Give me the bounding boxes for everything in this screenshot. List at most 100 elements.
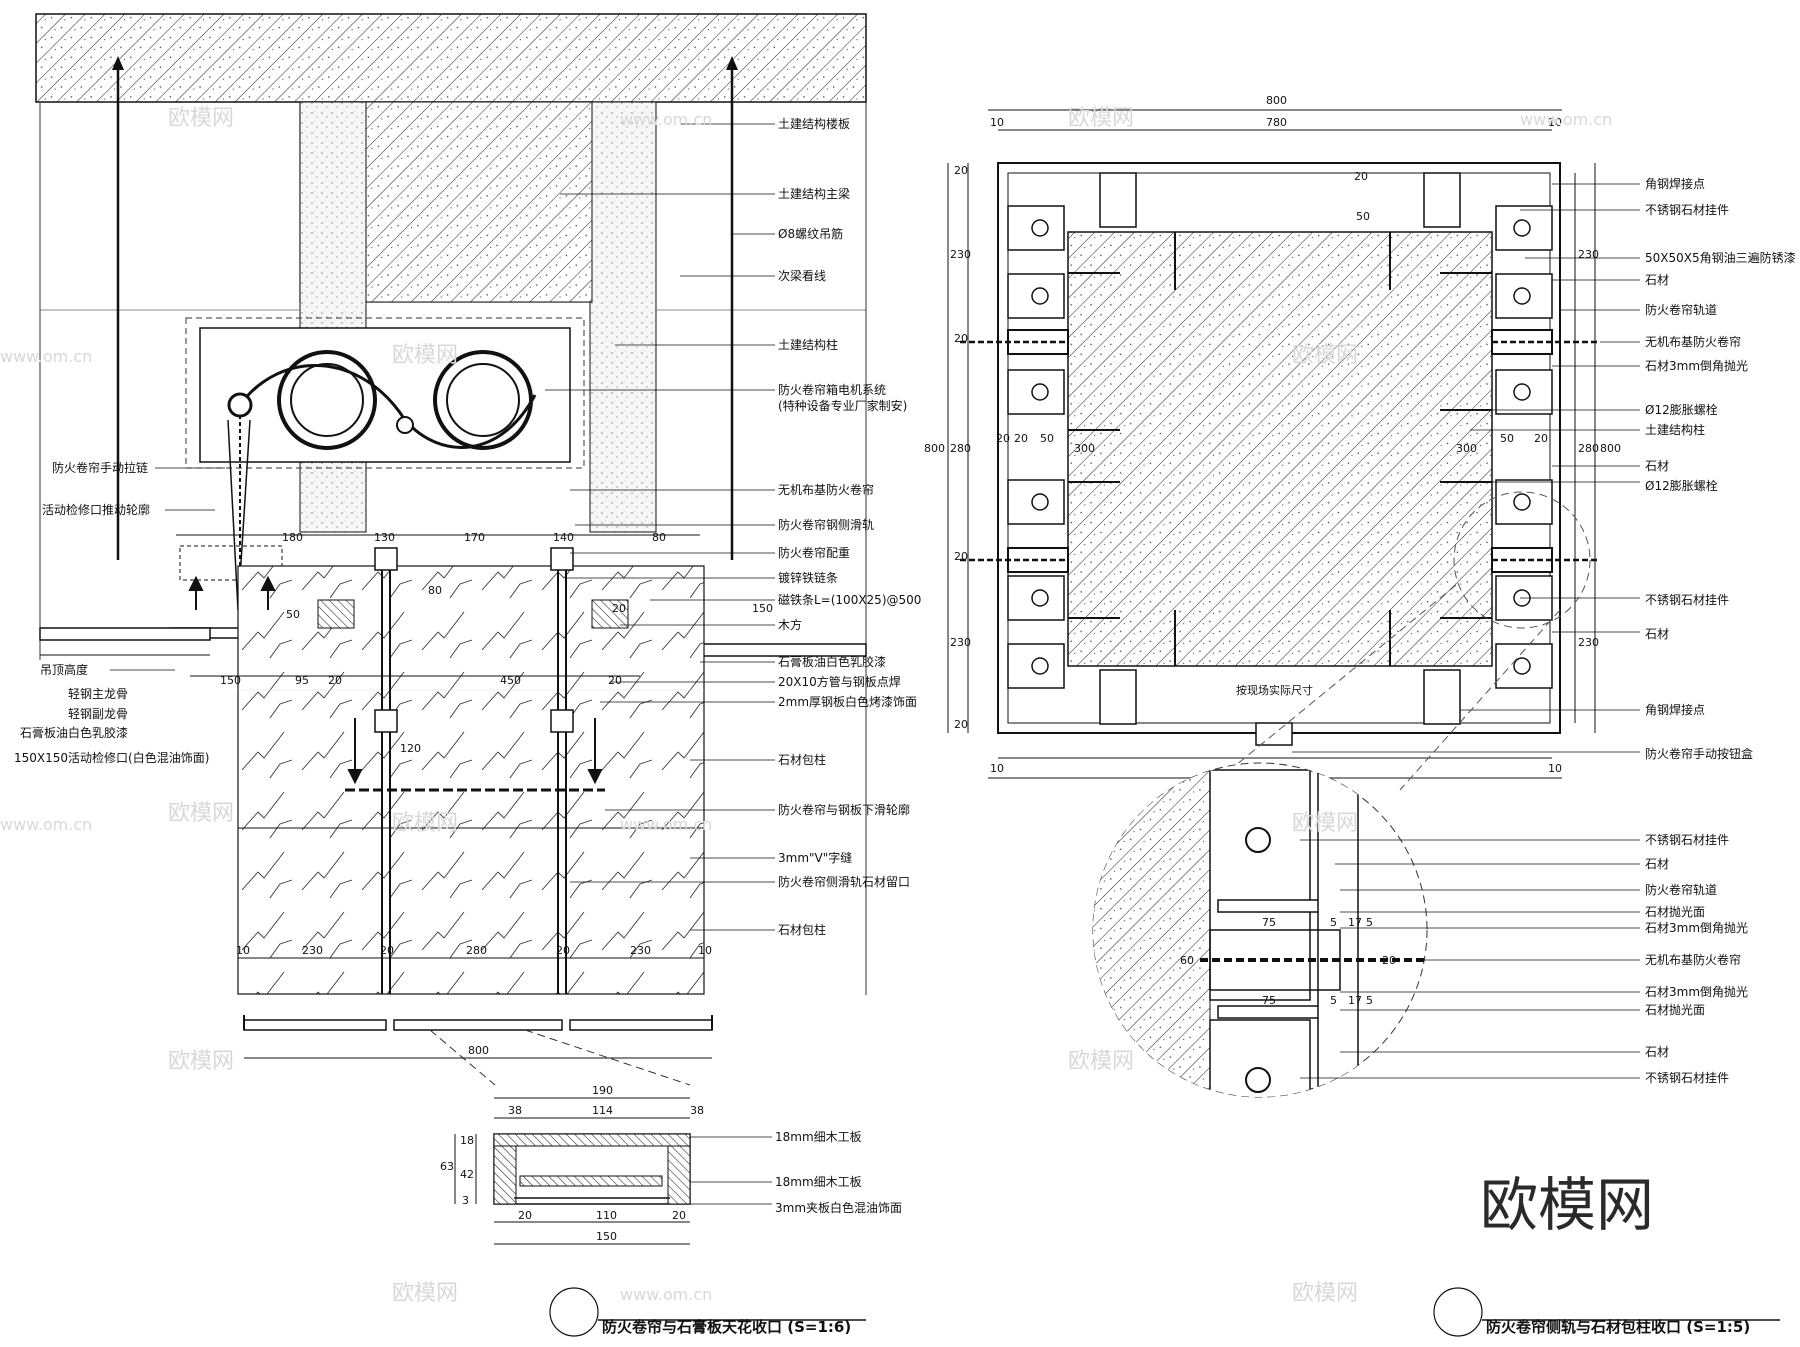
ceiling-board	[39, 627, 211, 641]
detail-label: 防火卷帘轨道	[1645, 882, 1717, 897]
left-callout-label: 150X150活动检修口(白色混油饰面)	[14, 750, 209, 765]
watermark-text: 欧模网	[1292, 1281, 1358, 1306]
callout-label: 防火卷帘手动按钮盒	[1645, 746, 1753, 761]
callout-label: 磁铁条L=(100X25)@500	[778, 592, 921, 607]
dim-label: 150	[752, 602, 773, 615]
right-view-callouts: 角钢焊接点 不锈钢石材挂件 50X50X5角钢油三遍防锈漆 石材 防火卷帘轨道 …	[1292, 176, 1796, 761]
callout-label: 防火卷帘与钢板下滑轮廓	[778, 802, 910, 817]
dim-label: 280	[1578, 442, 1599, 455]
brand-logo: 欧模网	[1480, 1171, 1654, 1239]
callout-label: 20X10方管与钢板点焊	[778, 674, 901, 689]
callout-label: 石材	[1645, 459, 1669, 473]
dim-label: 20	[1382, 954, 1396, 967]
dim-label: 20	[612, 602, 626, 615]
callout-label: 防火卷帘轨道	[1645, 302, 1717, 317]
callout-label: 无机布基防火卷帘	[778, 482, 874, 497]
dim-label: 10	[236, 944, 250, 957]
left-callout-label: 防火卷帘手动拉链	[52, 460, 148, 475]
left-callout-label: 轻钢主龙骨	[68, 687, 128, 701]
left-callout-label: 吊顶高度	[40, 662, 88, 677]
dim-label: 50	[1040, 432, 1054, 445]
detail-label: 不锈钢石材挂件	[1645, 833, 1729, 847]
left-callout-label: 石膏板油白色乳胶漆	[20, 725, 128, 740]
callout-label: 石材包柱	[778, 752, 826, 767]
detail-label: 石材	[1645, 857, 1669, 871]
callout-label: Ø8螺纹吊筋	[778, 226, 843, 241]
dim-label: 75	[1262, 916, 1276, 929]
watermark-url: www.om.cn	[0, 815, 92, 834]
dim-label: 150	[220, 674, 241, 687]
dim-label: 20	[954, 718, 968, 731]
dim-label: 230	[1578, 636, 1599, 649]
left-view-left-callouts: 防火卷帘手动拉链 活动检修口推动轮廓 吊顶高度 轻钢主龙骨 轻钢副龙骨 石膏板油…	[14, 460, 225, 765]
dim-label: 3	[462, 1194, 469, 1207]
dim-label: 20	[996, 432, 1010, 445]
callout-label: 角钢焊接点	[1645, 176, 1705, 191]
callout-label: 土建结构柱	[778, 337, 838, 352]
dim-label: 80	[428, 584, 442, 597]
callout-label: 角钢焊接点	[1645, 702, 1705, 717]
hanger-rods	[116, 70, 734, 560]
dim-label: 18	[460, 1134, 474, 1147]
dim-label: 20	[1014, 432, 1028, 445]
dim-label: 20	[954, 332, 968, 345]
callout-label: 次梁看线	[778, 268, 826, 283]
detail-label: 石材3mm倒角抛光	[1645, 920, 1748, 935]
callout-label: 防火卷帘配重	[778, 545, 850, 560]
left-dims-top: 180 130 170 140 80	[282, 531, 666, 544]
dim-label: 800	[924, 442, 945, 455]
dim-label: 140	[553, 531, 574, 544]
callout-label: 3mm"V"字缝	[778, 850, 852, 865]
watermark-text: 欧模网	[1068, 1049, 1134, 1074]
dim-label: 20	[380, 944, 394, 957]
dim-label: 38	[508, 1104, 522, 1117]
dim-label: 110	[596, 1209, 617, 1222]
dim-label: 5	[1330, 916, 1337, 929]
callout-label: 2mm厚钢板白色烤漆饰面	[778, 694, 917, 709]
dim-label: 230	[950, 248, 971, 261]
dim-label: 17	[1348, 994, 1362, 1007]
dim-label: 50	[286, 608, 300, 621]
callout-label: 防火卷帘箱电机系统	[778, 382, 886, 397]
dim-label: 10	[698, 944, 712, 957]
callout-label: 石材包柱	[778, 922, 826, 937]
dim-label: 10	[1548, 116, 1562, 129]
dim-label: 170	[464, 531, 485, 544]
callout-label: Ø12膨胀螺栓	[1645, 402, 1718, 417]
callout-label: 50X50X5角钢油三遍防锈漆	[1645, 250, 1796, 265]
callout-label: Ø12膨胀螺栓	[1645, 478, 1718, 493]
callout-label: 土建结构柱	[1645, 422, 1705, 437]
dim-label: 20	[954, 550, 968, 563]
callout-label: 石材	[1645, 273, 1669, 287]
button-note: 按现场实际尺寸	[1236, 683, 1313, 697]
dim-label: 20	[328, 674, 342, 687]
watermark-text: 欧模网	[168, 1049, 234, 1074]
dim-label: 230	[630, 944, 651, 957]
dim-label: 5	[1330, 994, 1337, 1007]
dim-label: 38	[690, 1104, 704, 1117]
dim-label: 50	[1356, 210, 1370, 223]
watermarks: 欧模网 欧模网 欧模网 欧模网 欧模网 欧模网 欧模网 欧模网 欧模网 欧模网 …	[0, 106, 1654, 1306]
dim-label: 20	[1354, 170, 1368, 183]
watermark-text: 欧模网	[392, 1281, 458, 1306]
stone-brackets	[1007, 172, 1553, 725]
callout-label: 石膏板油白色乳胶漆	[778, 654, 886, 669]
dim-label: 42	[460, 1168, 474, 1181]
watermark-text: 欧模网	[168, 801, 234, 826]
dim-label: 230	[1578, 248, 1599, 261]
dim-label: 20	[954, 164, 968, 177]
dim-label: 800	[1600, 442, 1621, 455]
callout-label: 不锈钢石材挂件	[1645, 593, 1729, 607]
callout-label: 无机布基防火卷帘	[1645, 334, 1741, 349]
left-view-callouts: 土建结构楼板 土建结构主梁 Ø8螺纹吊筋 次梁看线 土建结构柱 防火卷帘箱电机系…	[545, 116, 921, 937]
detail-label: 石材抛光面	[1645, 904, 1705, 919]
watermark-url: www.om.cn	[620, 110, 712, 129]
dim-label: 780	[1266, 116, 1287, 129]
callout-label: (特种设备专业厂家制安)	[778, 398, 907, 413]
left-view-title: 防火卷帘与石膏板天花收口 (S=1:6)	[602, 1318, 851, 1336]
dim-label: 10	[990, 762, 1004, 775]
dim-label: 180	[282, 531, 303, 544]
watermark-text: 欧模网	[1292, 343, 1358, 368]
section-label: 18mm细木工板	[775, 1175, 862, 1189]
